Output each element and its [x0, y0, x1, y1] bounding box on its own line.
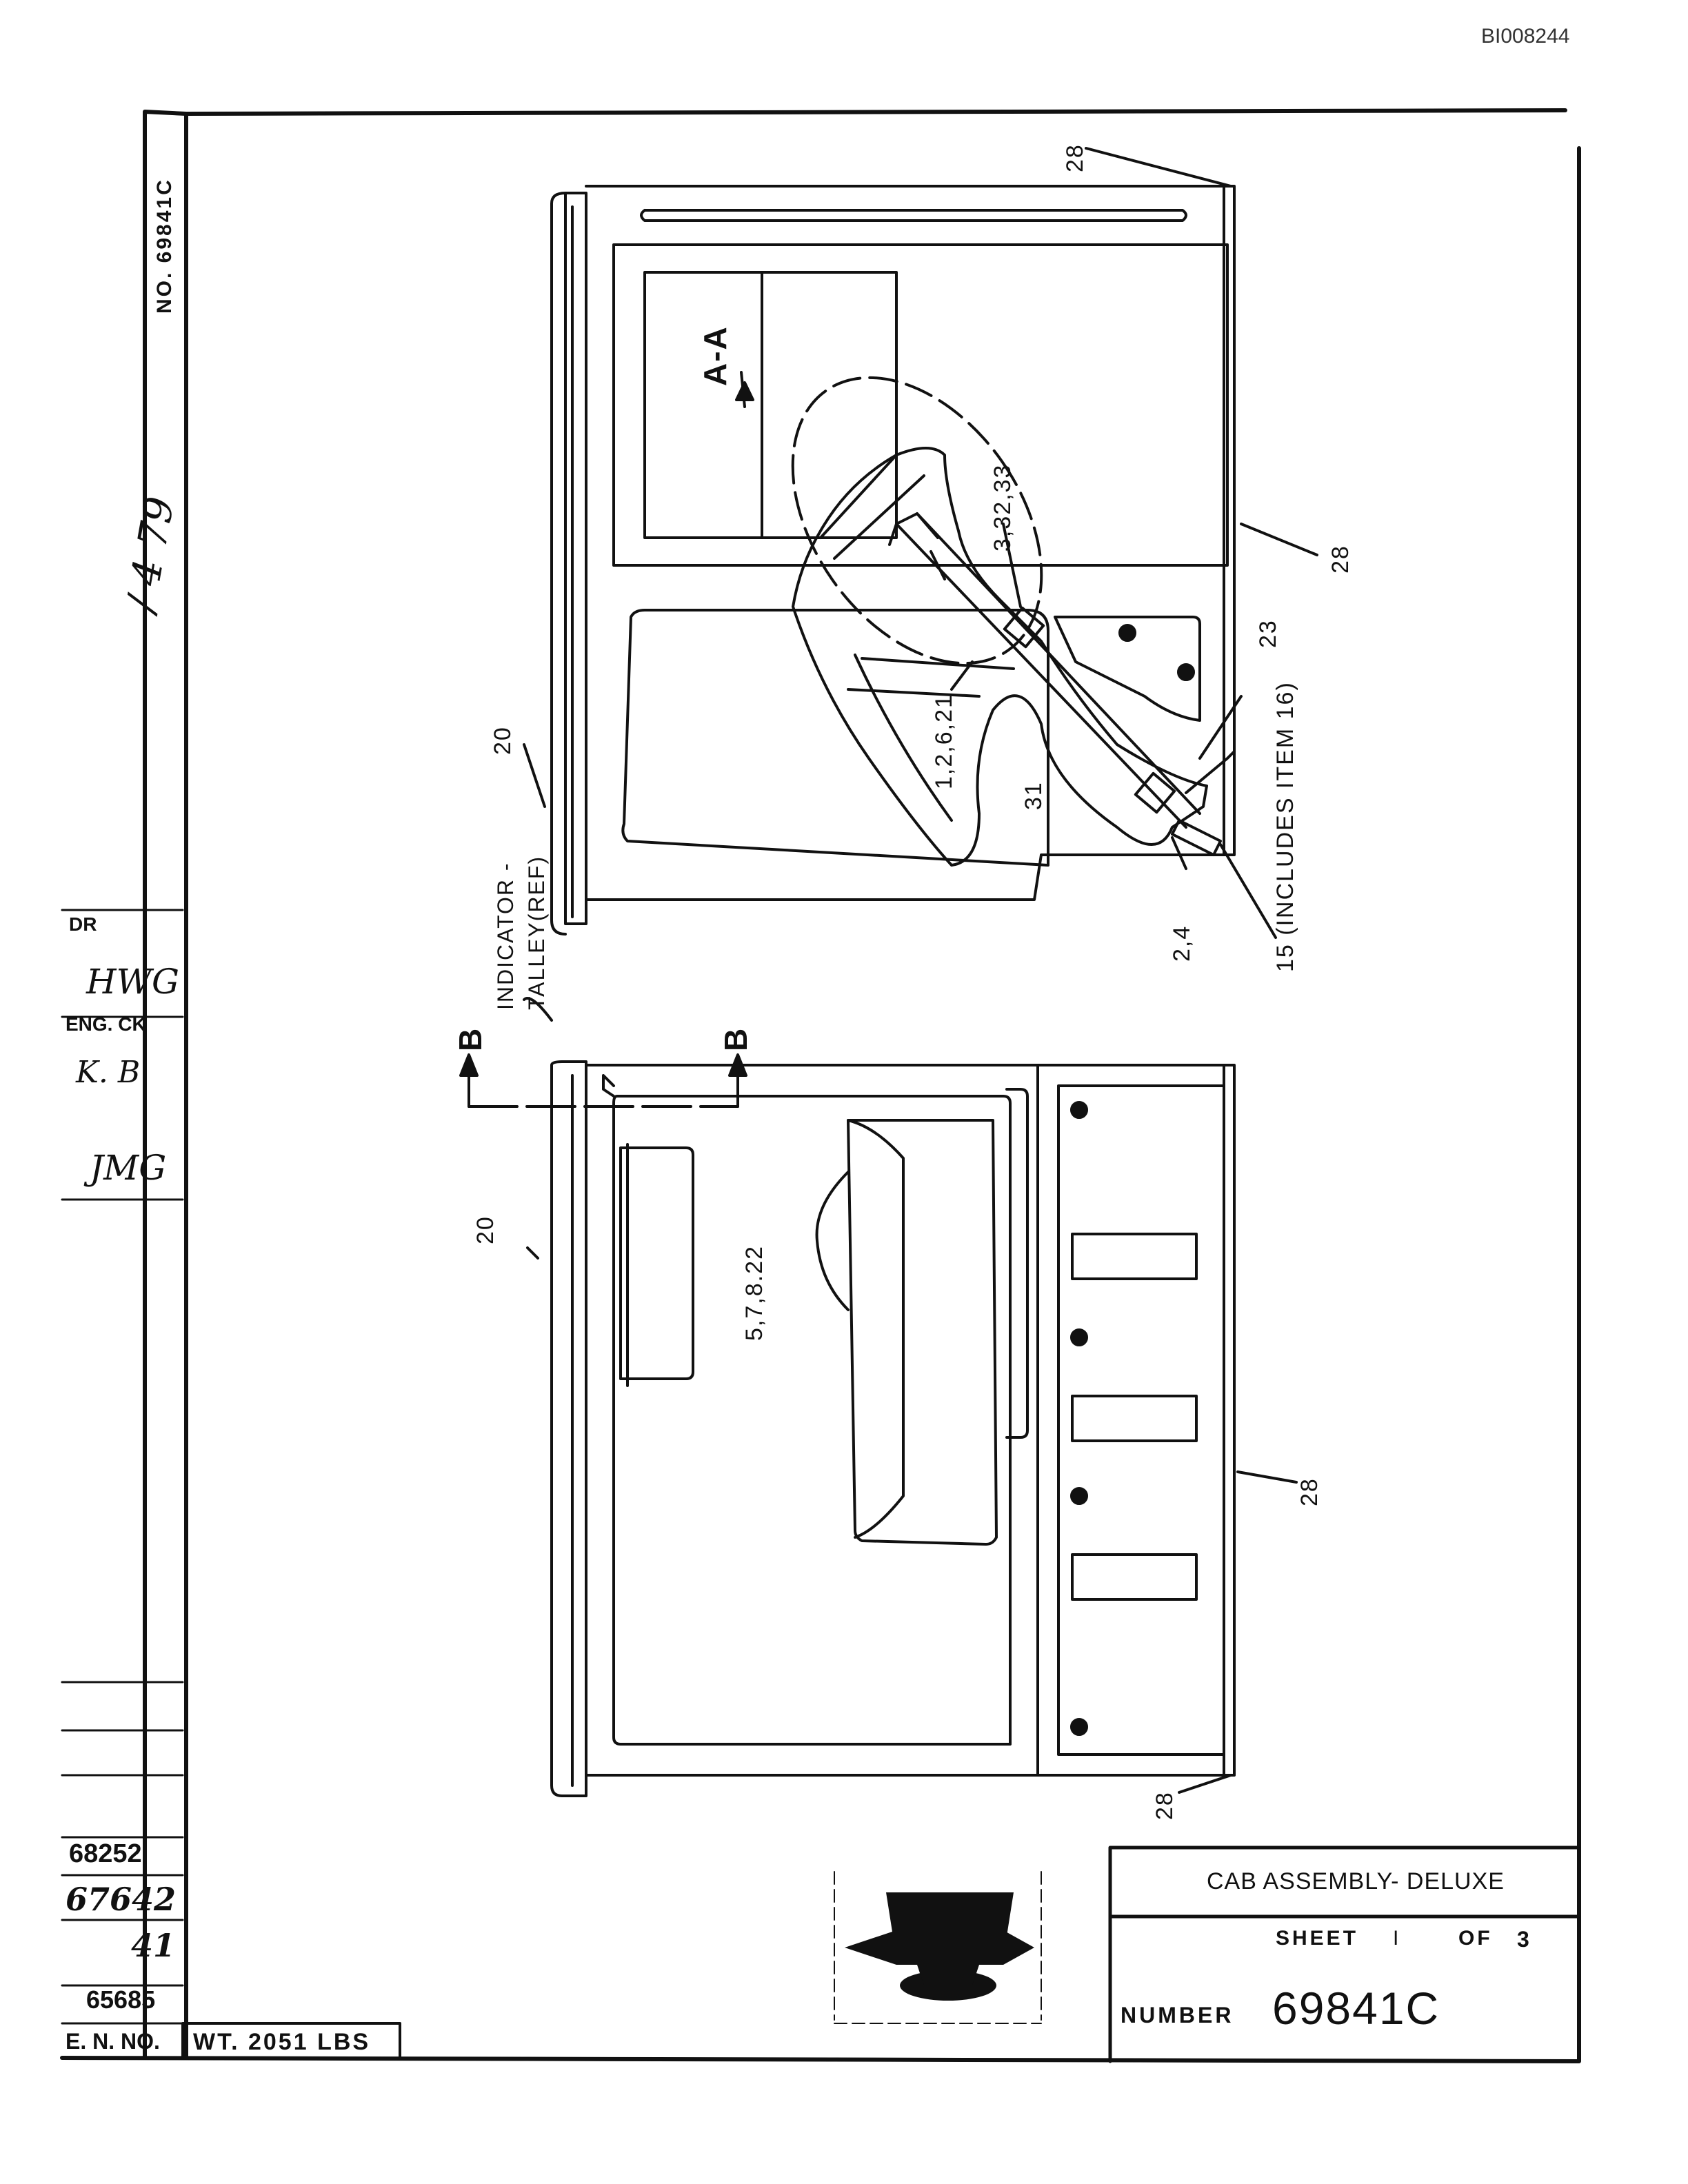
callout-31: 31	[1021, 781, 1047, 810]
callout-23: 23	[1255, 619, 1281, 648]
callout-talley: TALLEY(REF)	[524, 855, 549, 1010]
drawing-border	[60, 108, 1581, 2063]
en-no-label: E. N. NO.	[66, 2029, 160, 2054]
callout-15-includes-16: 15 (INCLUDES ITEM 16)	[1272, 681, 1298, 972]
eng-number-4: 65685	[86, 1985, 156, 2014]
section-b-right: B	[718, 1027, 754, 1051]
dr-initials: HWG	[86, 962, 179, 1002]
callout-1-2-6-21: 1,2,6,21	[931, 694, 957, 789]
callout-20-top: 20	[490, 726, 516, 755]
section-b-left: B	[452, 1027, 488, 1051]
eng-ck-label: ENG. CK	[66, 1013, 146, 1035]
eng-number-1: 68252	[69, 1839, 142, 1868]
callout-2-4: 2,4	[1169, 924, 1195, 962]
eng-ck-initials: K. B	[76, 1055, 141, 1090]
callout-3-32-33: 3,32,33	[989, 463, 1016, 552]
callout-indicator: INDICATOR -	[493, 862, 518, 1010]
cab-side-view	[550, 185, 1236, 936]
weight-label: WT. 2051 LBS	[193, 2029, 371, 2055]
dr-label: DR	[69, 913, 97, 935]
drawing-title: CAB ASSEMBLY- DELUXE	[1207, 1868, 1505, 1894]
of-label: OF	[1458, 1927, 1493, 1950]
callout-5-7-8-22: 5,7,8.22	[741, 1245, 767, 1341]
eng-number-2: 67642	[66, 1881, 177, 1918]
callout-28-bottom: 28	[1152, 1791, 1178, 1820]
callout-28-right: 28	[1327, 545, 1354, 574]
drawing-number-vertical: NO. 69841C	[153, 178, 176, 314]
number-label: NUMBER	[1121, 2003, 1234, 2028]
callout-20-bottom: 20	[472, 1215, 499, 1244]
company-logo	[845, 1892, 1034, 2001]
drawing-number: 69841C	[1272, 1983, 1440, 2034]
eng-number-3: 41	[131, 1927, 176, 1964]
sheet-number: I	[1393, 1927, 1399, 1950]
callout-28-top: 28	[1062, 143, 1088, 172]
approver-initials: JMG	[90, 1148, 167, 1188]
callout-28-bottom-right: 28	[1296, 1477, 1323, 1506]
sheet-label: SHEET	[1276, 1927, 1359, 1950]
document-id: BI008244	[1481, 25, 1570, 48]
sheet-total: 3	[1517, 1927, 1529, 1952]
callout-a-a: A-A	[697, 325, 733, 386]
cab-front-view	[459, 1053, 1236, 1797]
